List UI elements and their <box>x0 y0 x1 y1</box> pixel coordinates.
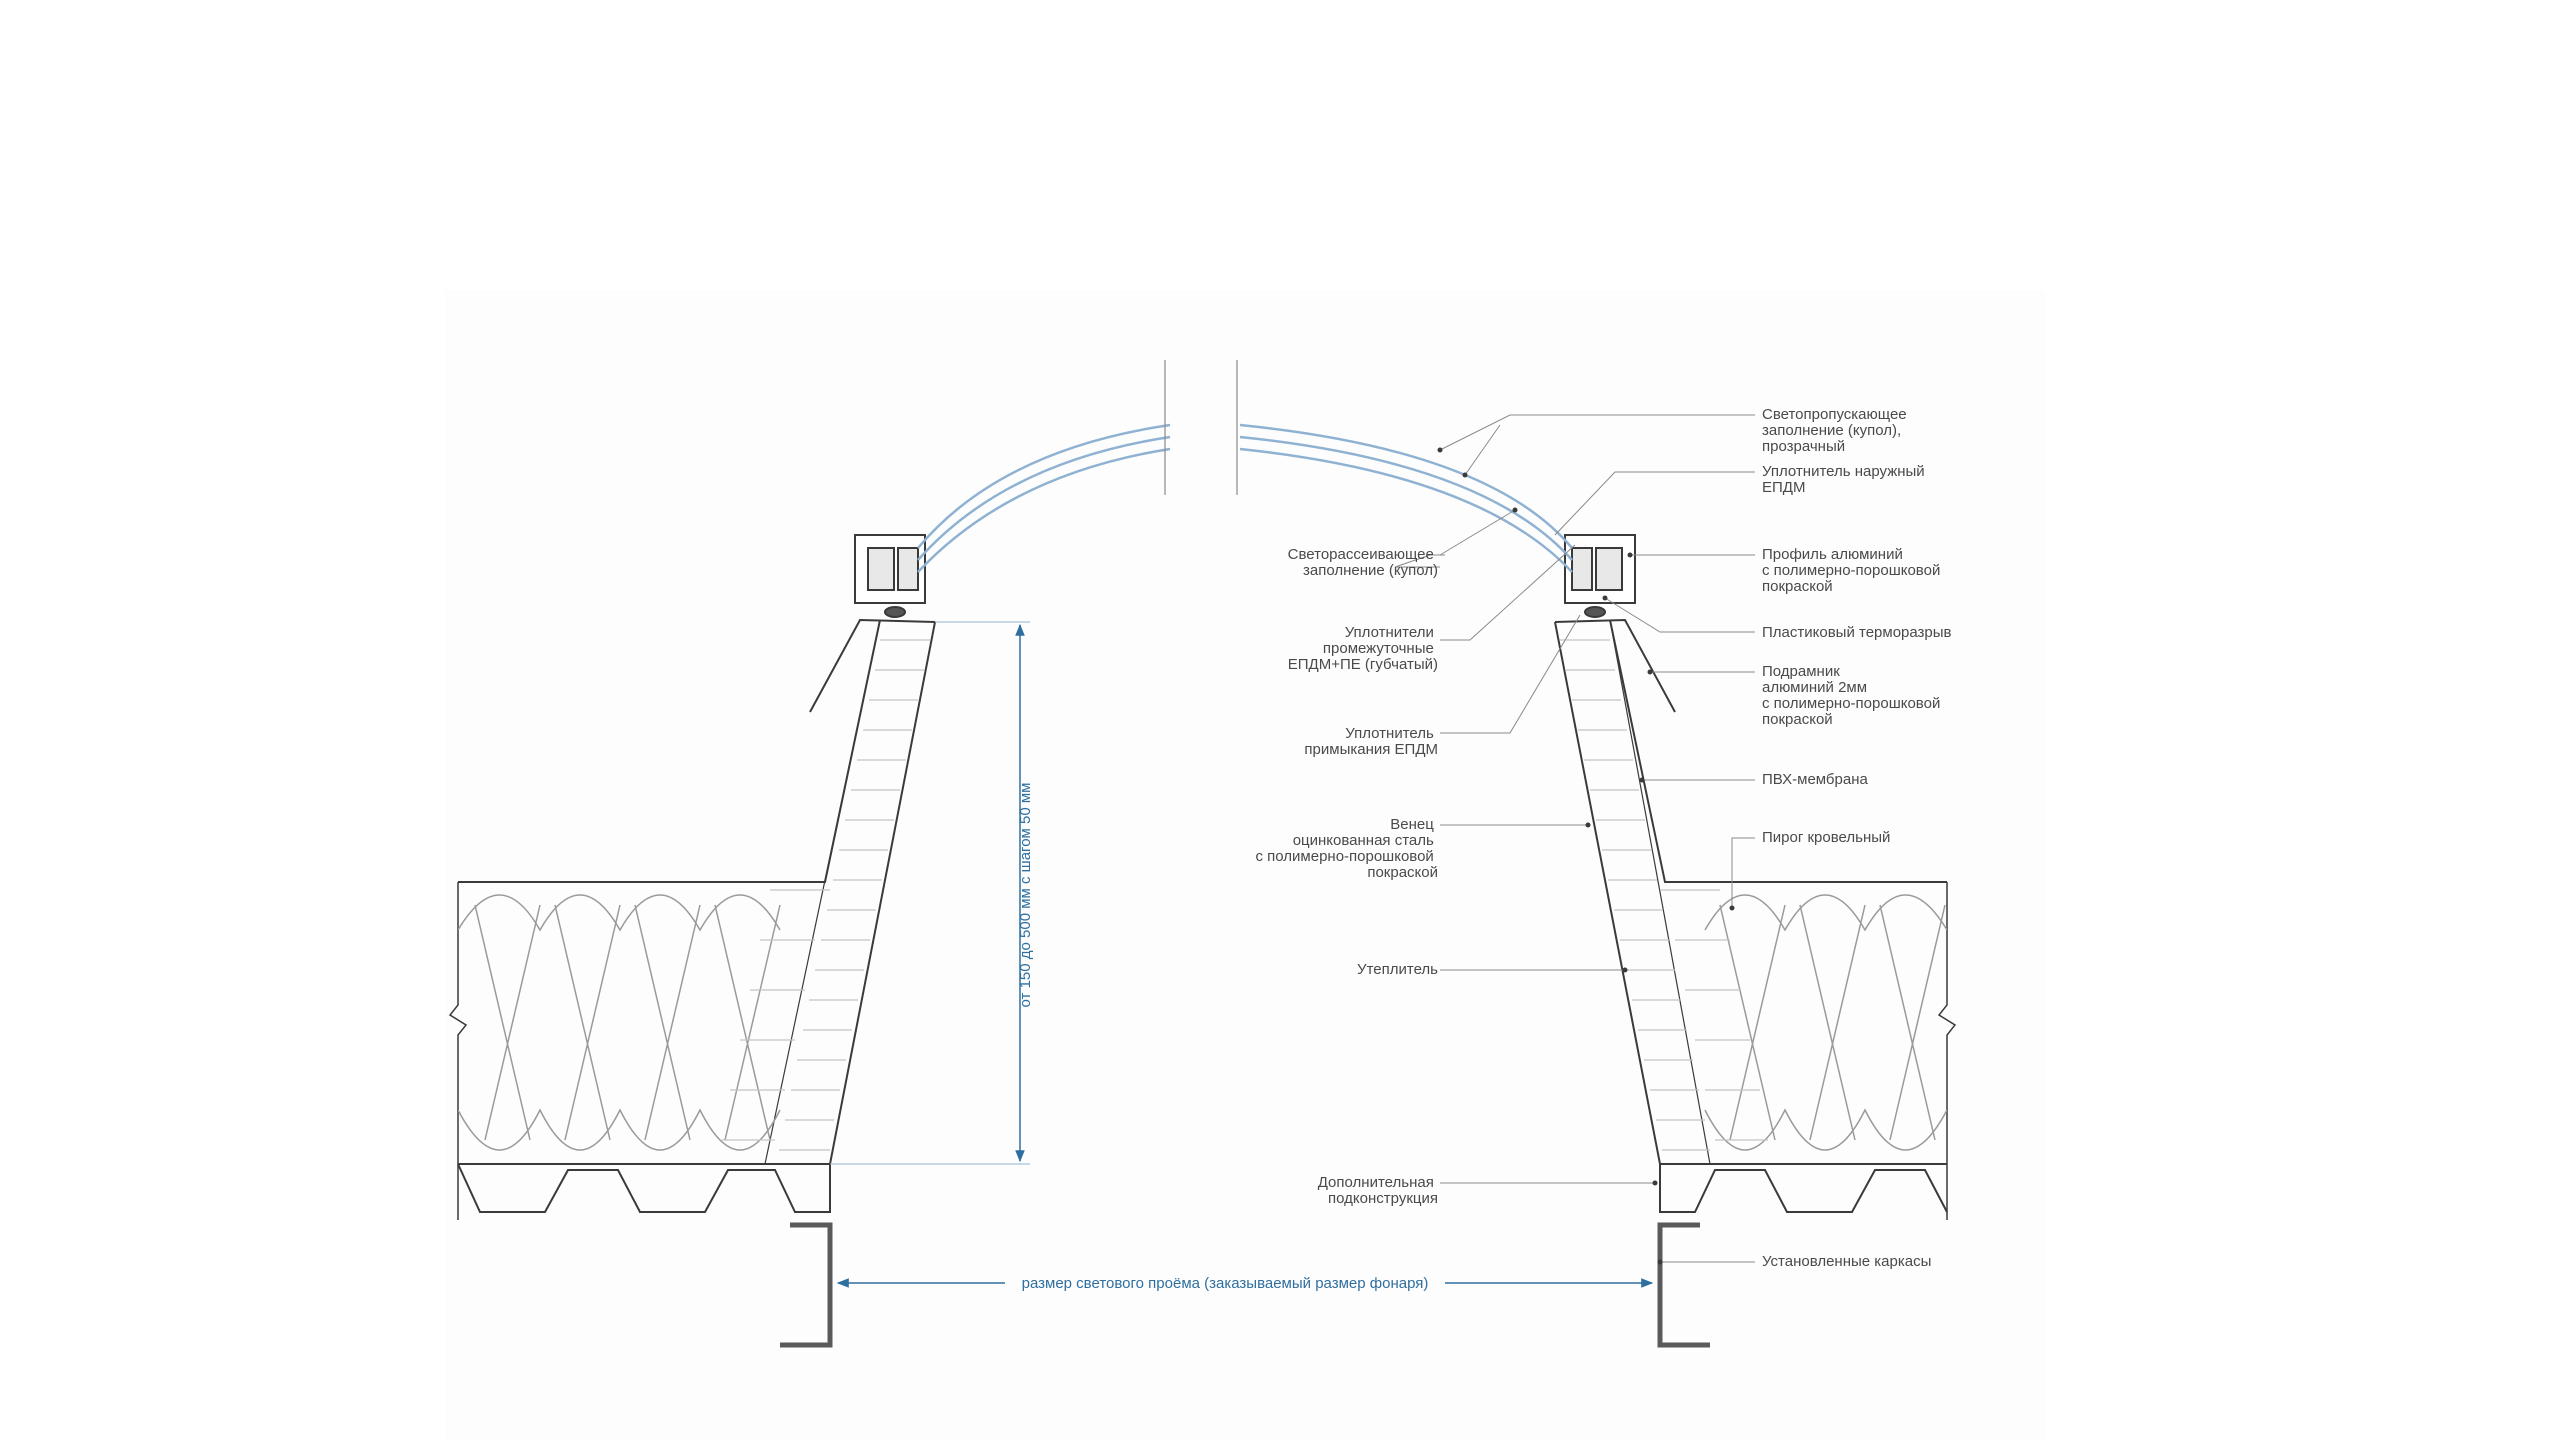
left-deck <box>457 1163 831 1213</box>
left-roof-top <box>458 619 881 883</box>
callout-installed-frames: Установленные каркасы <box>1762 1253 1931 1270</box>
left-insulation-rolls <box>458 894 781 1151</box>
right-curb-outer <box>1554 621 1661 1165</box>
right-break-line <box>1937 882 1957 1220</box>
curb-height-dimension: от 150 до 500 мм с шагом 50 мм <box>830 621 1034 1165</box>
callout-seal-junction: Уплотнитель примыкания ЕПДМ <box>1304 725 1438 758</box>
left-assembly <box>448 618 936 1220</box>
right-roof-top <box>1609 619 1947 883</box>
leader-dots <box>1437 447 1735 1265</box>
right-dome <box>1239 423 1573 573</box>
left-frame-profile <box>854 534 926 618</box>
callout-dome-transparent: Светопропускающее заполнение (купол), пр… <box>1762 406 1911 455</box>
callout-seal-outer: Уплотнитель наружный ЕПДМ <box>1762 463 1929 496</box>
right-curb-inner <box>1609 619 1711 1165</box>
curb-height-label: от 150 до 500 мм с шагом 50 мм <box>1017 783 1034 1008</box>
callout-profile-aluminum: Профиль алюминий с полимерно-порошковой … <box>1762 546 1945 595</box>
callout-insulation: Утеплитель <box>1357 961 1438 978</box>
right-insulation-rolls <box>1704 894 1947 1151</box>
left-curb-outer <box>829 621 936 1165</box>
callout-dome-diffusing: Светорассеивающее заполнение (купол) <box>1288 546 1438 579</box>
callout-subframe: Подрамник алюминий 2мм с полимерно-порош… <box>1762 663 1945 728</box>
left-dome <box>917 423 1171 573</box>
callout-curb: Венец оцинкованная сталь с полимерно-пор… <box>1255 816 1438 881</box>
right-assembly <box>1554 618 1957 1220</box>
right-curb-insulation <box>1560 639 1768 1151</box>
opening-size-dimension: размер светового проёма (заказываемый ра… <box>836 1275 1654 1292</box>
callout-thermal-break: Пластиковый терморазрыв <box>1762 624 1952 641</box>
right-c-profile <box>1657 1222 1710 1348</box>
right-flashing <box>1554 618 1676 713</box>
callout-pvc-membrane: ПВХ-мембрана <box>1762 771 1868 788</box>
left-curb-inner <box>764 619 881 1165</box>
callout-seals-intermediate: Уплотнители промежуточные ЕПДМ+ПЕ (губча… <box>1288 624 1438 673</box>
drawing-panel <box>445 290 2045 1440</box>
callout-roof-cake: Пирог кровельный <box>1762 829 1890 846</box>
left-curb-insulation <box>722 639 930 1151</box>
left-c-profile <box>780 1222 833 1348</box>
left-flashing <box>809 618 936 713</box>
left-break-line <box>448 882 468 1220</box>
right-deck <box>1659 1164 1948 1213</box>
right-frame-profile <box>1564 534 1636 618</box>
callout-extra-substructure: Дополнительная подконструкция <box>1318 1174 1438 1207</box>
leader-lines <box>1394 414 1755 1263</box>
opening-size-label: размер светового проёма (заказываемый ра… <box>1022 1275 1429 1292</box>
